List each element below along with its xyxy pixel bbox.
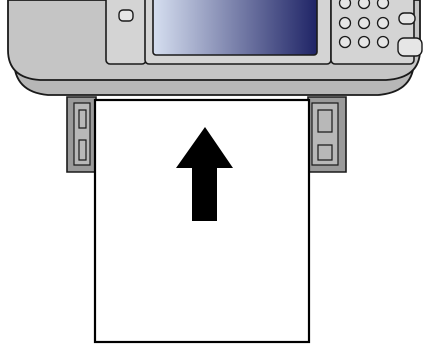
home-button-icon xyxy=(119,10,133,21)
reset-button-icon xyxy=(399,13,415,24)
start-button-icon xyxy=(398,38,422,56)
screen-display xyxy=(153,0,317,55)
keypad-key[interactable] xyxy=(359,18,370,29)
keypad-key[interactable] xyxy=(378,37,389,48)
left-control-panel xyxy=(106,0,146,64)
keypad-key[interactable] xyxy=(340,18,351,29)
right-paper-guide[interactable] xyxy=(308,97,346,172)
right-keypad-panel xyxy=(331,0,422,64)
display-screen xyxy=(145,0,331,64)
keypad-key[interactable] xyxy=(340,0,351,9)
keypad-key[interactable] xyxy=(359,37,370,48)
keypad-key[interactable] xyxy=(378,18,389,29)
numeric-keypad xyxy=(340,0,389,48)
keypad-key[interactable] xyxy=(340,37,351,48)
left-paper-guide[interactable] xyxy=(67,97,96,172)
keypad-key[interactable] xyxy=(359,0,370,9)
keypad-key[interactable] xyxy=(378,0,389,9)
